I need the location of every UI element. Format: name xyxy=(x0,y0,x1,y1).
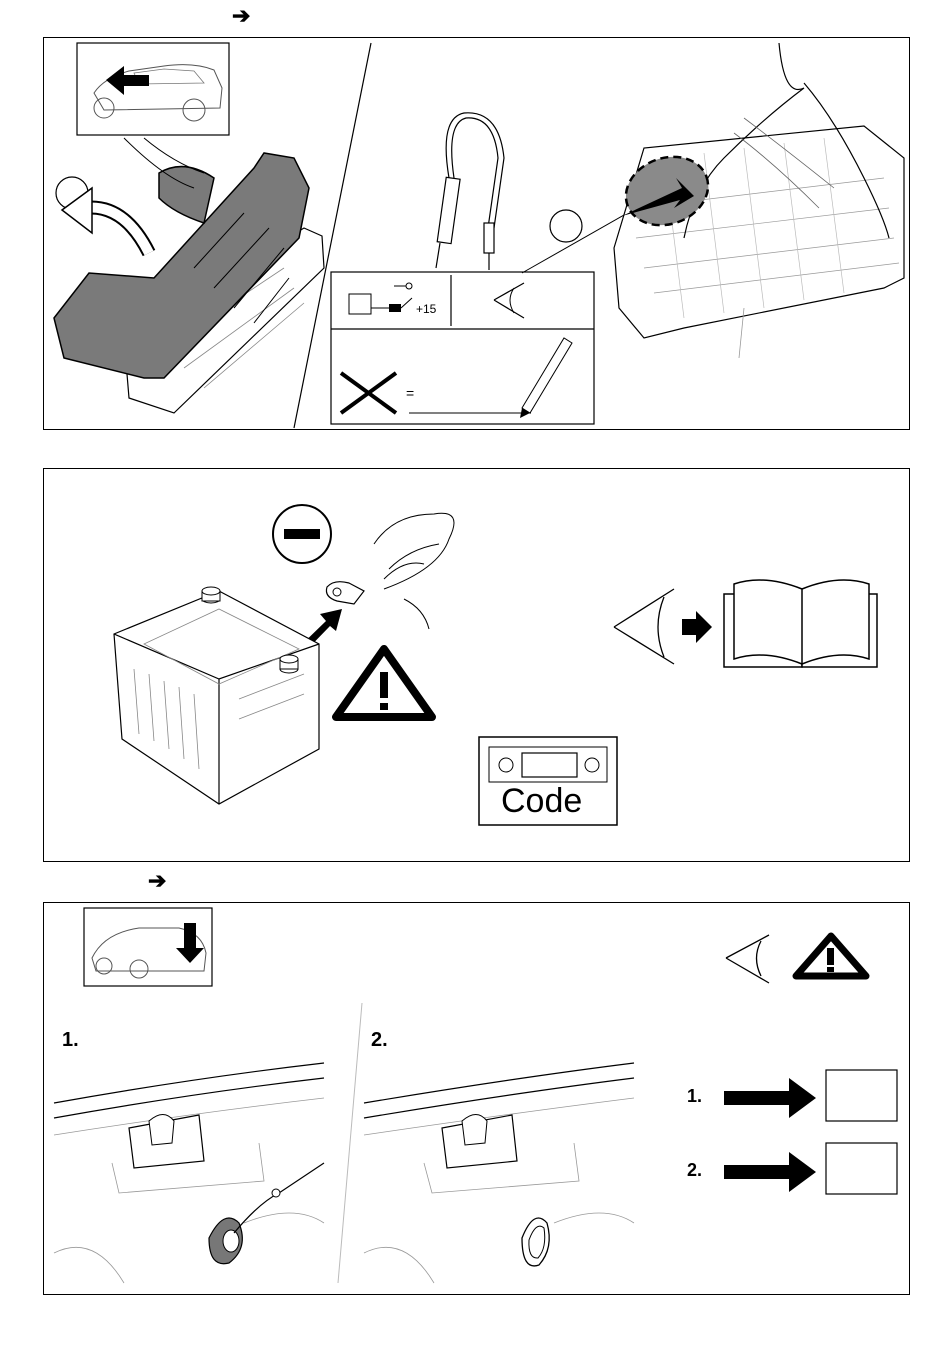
test-lamp-icon xyxy=(436,113,504,270)
terminal-15-label: +15 xyxy=(416,302,436,316)
sequence-label-2: 2. xyxy=(687,1160,702,1181)
open-book-icon xyxy=(724,580,877,667)
warning-triangle-icon xyxy=(336,649,432,717)
negative-terminal-icon xyxy=(273,505,331,563)
test-instruction-table xyxy=(331,272,594,424)
car-side-view-thumbnail xyxy=(77,43,229,135)
panel-remove-grommet: 1. 2. 1. 2. xyxy=(43,902,910,1295)
next-step-arrow-icon: ➔ xyxy=(148,870,166,892)
fuse-box-illustration xyxy=(614,43,904,358)
step-marker-circle xyxy=(550,210,582,242)
step1-trunk-grommet-illustration xyxy=(54,1063,324,1283)
sequence-arrow-2-icon xyxy=(724,1152,816,1192)
panel-remove-fuse-cover: +15 = xyxy=(43,37,910,430)
car-battery-icon xyxy=(114,587,319,804)
equals-sign: = xyxy=(406,385,414,401)
car-rear-view-thumbnail xyxy=(84,908,212,986)
panel2-illustration xyxy=(44,469,911,863)
see-manual-eye-icon xyxy=(614,589,674,664)
step-label-1: 1. xyxy=(62,1029,79,1052)
panel1-illustration xyxy=(44,38,911,431)
arrow-right-icon xyxy=(682,611,712,643)
radio-code-label: Code xyxy=(501,782,582,821)
hand-holding-cable-icon xyxy=(326,513,454,629)
sequence-label-1: 1. xyxy=(687,1086,702,1107)
sequence-box-1 xyxy=(826,1070,897,1121)
inspect-eye-icon xyxy=(726,935,769,983)
step-label-2: 2. xyxy=(371,1029,388,1052)
panel-disconnect-battery: Code xyxy=(43,468,910,862)
next-step-arrow-icon: ➔ xyxy=(232,5,250,27)
panel3-illustration xyxy=(44,903,911,1296)
sequence-box-2 xyxy=(826,1143,897,1194)
panel-divider xyxy=(338,1003,362,1283)
sequence-arrow-1-icon xyxy=(724,1078,816,1118)
warning-triangle-icon xyxy=(796,936,866,976)
step2-trunk-hole-illustration xyxy=(364,1063,634,1283)
